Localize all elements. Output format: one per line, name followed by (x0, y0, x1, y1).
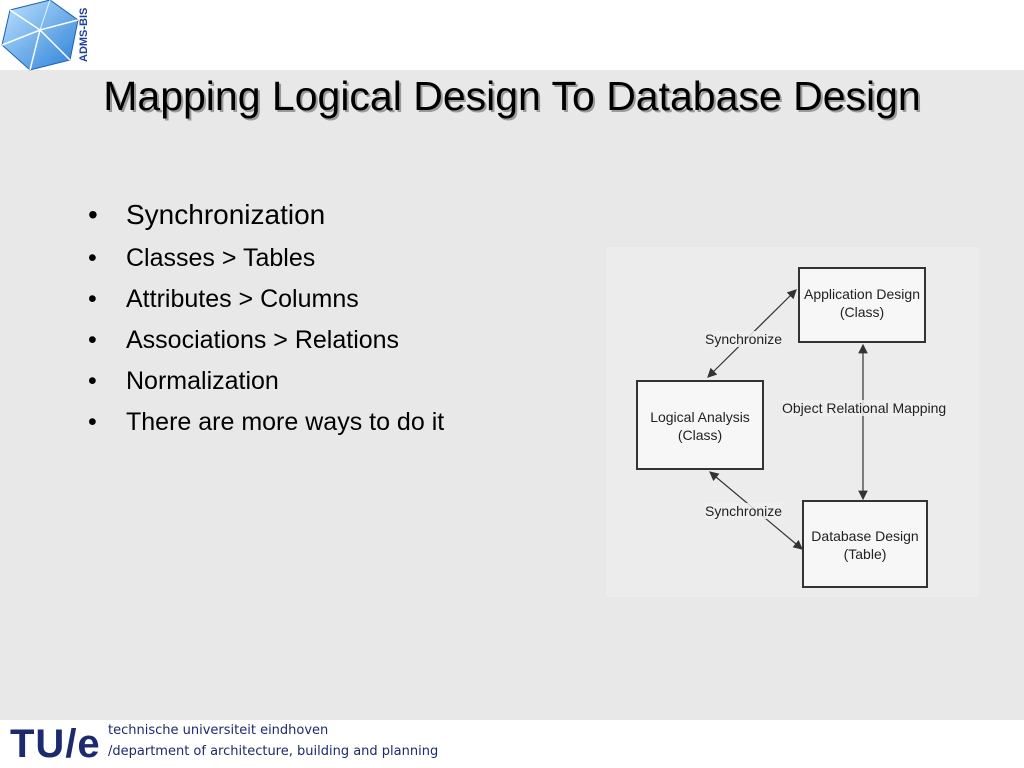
synchronize-top-label: Synchronize (705, 331, 783, 347)
adms-logo-icon (1, 0, 79, 71)
top-band (0, 0, 1024, 70)
department-name: /department of architecture, building an… (108, 744, 439, 759)
bullet-item: Synchronization (84, 196, 564, 234)
orm-label: Object Relational Mapping (782, 400, 947, 416)
synchronize-bottom-label: Synchronize (705, 503, 783, 519)
bullet-list: Synchronization Classes > Tables Attribu… (84, 196, 564, 443)
bullet-item: There are more ways to do it (84, 402, 564, 443)
bullet-item: Normalization (84, 361, 564, 402)
logical-analysis-box: Logical Analysis (Class) (636, 380, 764, 470)
diagram-figure: Application Design (Class) Logical Analy… (606, 247, 979, 597)
application-design-box: Application Design (Class) (798, 267, 926, 343)
footer: TU/e technische universiteit eindhoven /… (0, 720, 1024, 768)
bullet-item: Classes > Tables (84, 238, 564, 279)
bullet-item: Associations > Relations (84, 320, 564, 361)
slide-title: Mapping Logical Design To Database Desig… (103, 73, 921, 119)
university-name: technische universiteit eindhoven (108, 723, 329, 738)
database-design-box: Database Design (Table) (802, 500, 928, 588)
logo-text: ADMS-BIS (78, 7, 90, 63)
bullet-item: Attributes > Columns (84, 279, 564, 320)
tue-logo: TU/e (10, 722, 101, 766)
